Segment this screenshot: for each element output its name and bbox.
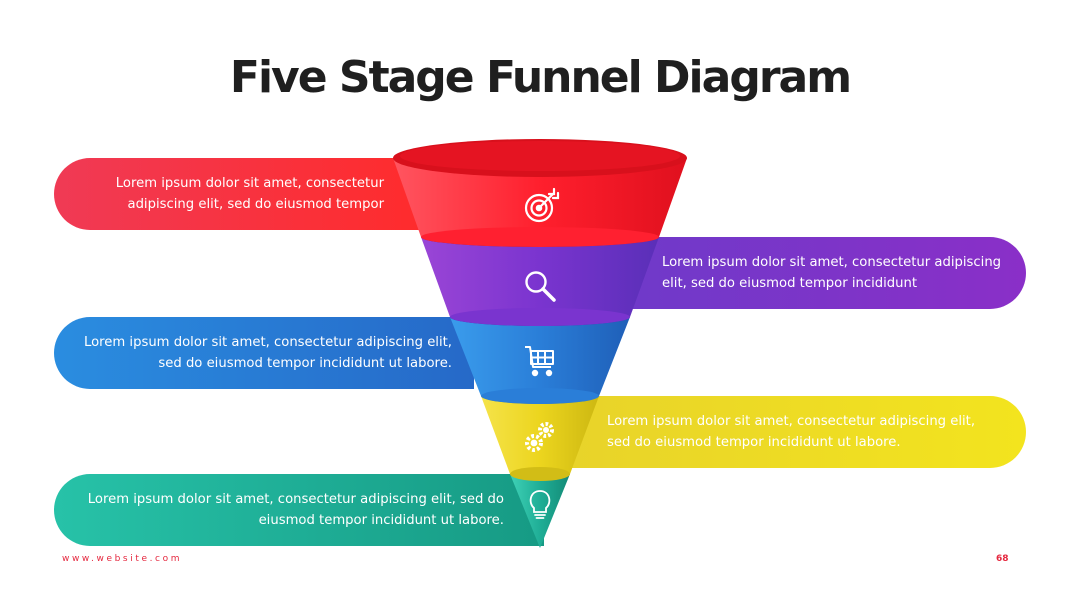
stage-1-label-pill: Lorem ipsum dolor sit amet, consectetur … bbox=[54, 158, 434, 230]
gears-icon bbox=[525, 422, 554, 452]
stage-2-text: Lorem ipsum dolor sit amet, consectetur … bbox=[662, 255, 1002, 291]
stage-2-label-pill: Lorem ipsum dolor sit amet, consectetur … bbox=[610, 237, 1026, 309]
stage-1-funnel-segment bbox=[393, 139, 687, 247]
target-icon bbox=[524, 187, 560, 223]
search-icon bbox=[525, 271, 556, 302]
stage-3-label-pill: Lorem ipsum dolor sit amet, consectetur … bbox=[54, 317, 474, 389]
page-number: 68 bbox=[996, 554, 1009, 564]
stage-4-text: Lorem ipsum dolor sit amet, consectetur … bbox=[607, 414, 976, 450]
stage-3-text: Lorem ipsum dolor sit amet, consectetur … bbox=[83, 335, 452, 371]
lightbulb-icon bbox=[529, 490, 551, 519]
stage-5-label-pill: Lorem ipsum dolor sit amet, consectetur … bbox=[54, 474, 544, 546]
shopping-cart-icon bbox=[525, 346, 554, 377]
stage-1-text: Lorem ipsum dolor sit amet, consectetur … bbox=[115, 176, 384, 212]
page-title: Five Stage Funnel Diagram bbox=[229, 52, 852, 103]
stage-5-text: Lorem ipsum dolor sit amet, consectetur … bbox=[87, 492, 504, 528]
footer-website: www.website.com bbox=[62, 554, 183, 564]
stage-4-label-pill: Lorem ipsum dolor sit amet, consectetur … bbox=[560, 396, 1026, 468]
